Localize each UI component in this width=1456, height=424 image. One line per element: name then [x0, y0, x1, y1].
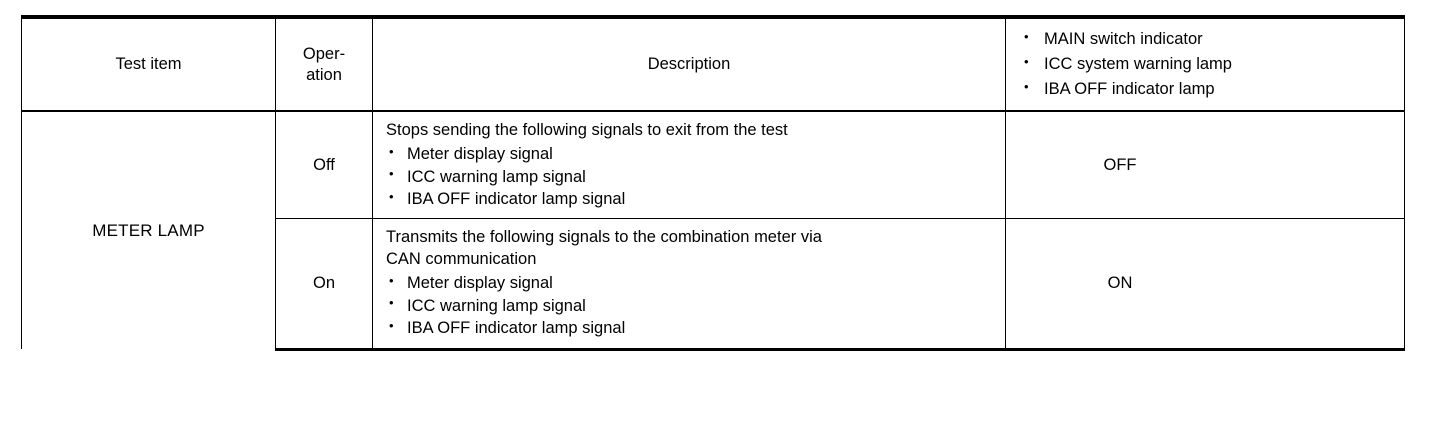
header-label-operation-line1: Oper-	[302, 44, 346, 63]
table-header-row: Test item Oper- ation Description MAIN s…	[21, 14, 1405, 113]
list-item: MAIN switch indicator	[1018, 27, 1394, 52]
list-item: IBA OFF indicator lamp signal	[386, 188, 995, 210]
cell-result-off: OFF	[1005, 111, 1405, 220]
operation-value: Off	[313, 156, 335, 175]
cell-operation-on: On	[275, 218, 373, 351]
header-label-description: Description	[647, 55, 731, 74]
monitored-items-bullet-list: MAIN switch indicator ICC system warning…	[1018, 27, 1394, 102]
description-lead-text: Stops sending the following signals to e…	[386, 121, 788, 140]
cell-description-off: Stops sending the following signals to e…	[372, 111, 1006, 220]
table-row: On Transmits the following signals to th…	[22, 218, 1405, 351]
description-bullet-list: Meter display signal ICC warning lamp si…	[386, 143, 995, 210]
header-monitored-items-list: MAIN switch indicator ICC system warning…	[1006, 19, 1404, 110]
cell-result-on: ON	[1005, 218, 1405, 351]
description-bullet-list: Meter display signal ICC warning lamp si…	[386, 272, 995, 339]
list-item: Meter display signal	[386, 143, 995, 165]
operation-value: On	[312, 274, 335, 293]
list-item: IBA OFF indicator lamp	[1018, 77, 1394, 102]
list-item: ICC system warning lamp	[1018, 52, 1394, 77]
header-cell-test-item: Test item	[21, 14, 276, 113]
header-label-operation-line2: ation	[306, 65, 342, 84]
cell-description-on: Transmits the following signals to the c…	[372, 218, 1006, 351]
result-value: ON	[1107, 274, 1133, 293]
description-lead-text: Transmits the following signals to the c…	[386, 228, 822, 269]
table-row: METER LAMP Off Stops sending the followi…	[21, 111, 1405, 350]
list-item: ICC warning lamp signal	[386, 165, 995, 188]
list-item: IBA OFF indicator lamp signal	[386, 317, 995, 339]
description-block: Stops sending the following signals to e…	[373, 112, 1005, 218]
description-block: Transmits the following signals to the c…	[373, 219, 1005, 347]
list-item: ICC warning lamp signal	[386, 294, 995, 317]
header-label-operation: Oper- ation	[276, 35, 372, 95]
result-value: OFF	[1103, 156, 1137, 175]
header-cell-description: Description	[372, 14, 1006, 113]
header-cell-monitored-items: MAIN switch indicator ICC system warning…	[1005, 14, 1405, 113]
meter-lamp-spec-table: Test item Oper- ation Description MAIN s…	[21, 14, 1405, 351]
list-item: Meter display signal	[386, 272, 995, 294]
cell-operation-off: Off	[275, 111, 373, 220]
test-item-label: METER LAMP	[92, 221, 205, 241]
cell-test-item-meter-lamp: METER LAMP	[21, 111, 276, 350]
header-label-test-item: Test item	[115, 55, 182, 74]
header-cell-operation: Oper- ation	[275, 14, 373, 113]
